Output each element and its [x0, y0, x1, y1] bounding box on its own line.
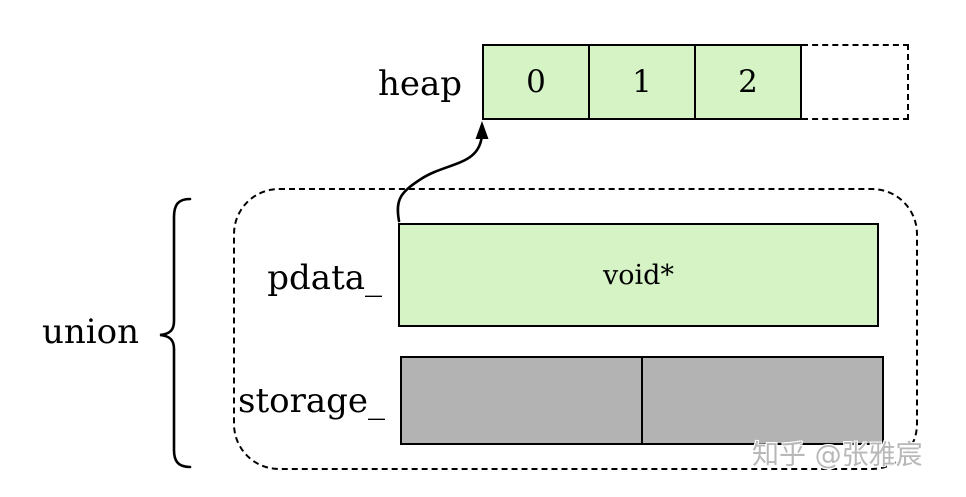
left-curly-brace-icon	[159, 197, 192, 469]
heap-label: heap	[377, 64, 462, 104]
union-container	[233, 188, 918, 470]
heap-unallocated-cell	[802, 44, 909, 120]
heap-array: 0 1 2	[482, 44, 802, 120]
storage-box	[400, 356, 884, 445]
storage-segment-1	[641, 358, 882, 443]
pdata-box: void*	[398, 223, 879, 327]
union-label: union	[42, 312, 140, 352]
watermark-text: 知乎 @张雅宸	[752, 440, 923, 471]
storage-label: storage_	[238, 381, 385, 421]
pdata-label: pdata_	[267, 258, 382, 298]
heap-cell-1: 1	[588, 46, 694, 118]
storage-segment-0	[402, 358, 641, 443]
heap-cell-2: 2	[694, 46, 800, 118]
pdata-type-text: void*	[603, 259, 674, 291]
heap-cell-0: 0	[526, 64, 546, 100]
